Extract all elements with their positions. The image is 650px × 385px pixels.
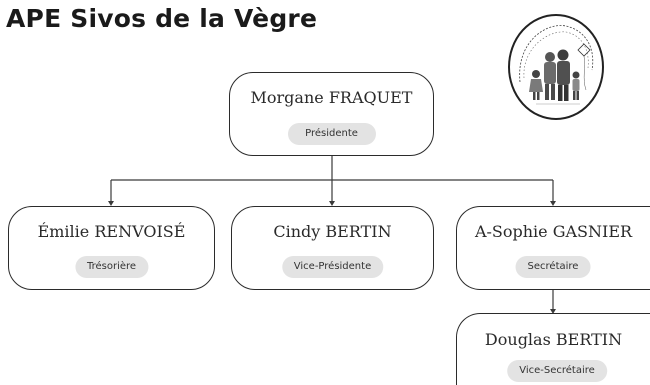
president-name: Morgane FRAQUET xyxy=(250,88,413,107)
secretary-name: A-Sophie GASNIER xyxy=(474,222,633,241)
org-node-president: Morgane FRAQUET Présidente xyxy=(229,72,434,156)
arrowhead xyxy=(108,201,114,206)
association-logo xyxy=(508,14,604,120)
org-node-vice-secretary: Douglas BERTIN Vice-Secrétaire xyxy=(456,313,650,385)
president-role-badge: Présidente xyxy=(287,123,376,145)
vice-secretary-name: Douglas BERTIN xyxy=(484,330,623,349)
arrowhead xyxy=(329,201,335,206)
vice-secretary-role-badge: Vice-Secrétaire xyxy=(507,360,607,382)
page-title: APE Sivos de la Vègre xyxy=(6,4,318,33)
org-node-vice-president: Cindy BERTIN Vice-Présidente xyxy=(231,206,434,290)
treasurer-name: Émilie RENVOISÉ xyxy=(37,222,186,241)
org-node-secretary: A-Sophie GASNIER Secrétaire xyxy=(456,206,650,290)
secretary-role-badge: Secrétaire xyxy=(515,256,591,278)
treasurer-role-badge: Trésorière xyxy=(74,256,149,278)
arrowhead xyxy=(550,309,556,314)
vice-president-role-badge: Vice-Présidente xyxy=(281,256,384,278)
vice-president-name: Cindy BERTIN xyxy=(273,222,392,241)
arrowhead xyxy=(550,201,556,206)
org-node-treasurer: Émilie RENVOISÉ Trésorière xyxy=(8,206,215,290)
